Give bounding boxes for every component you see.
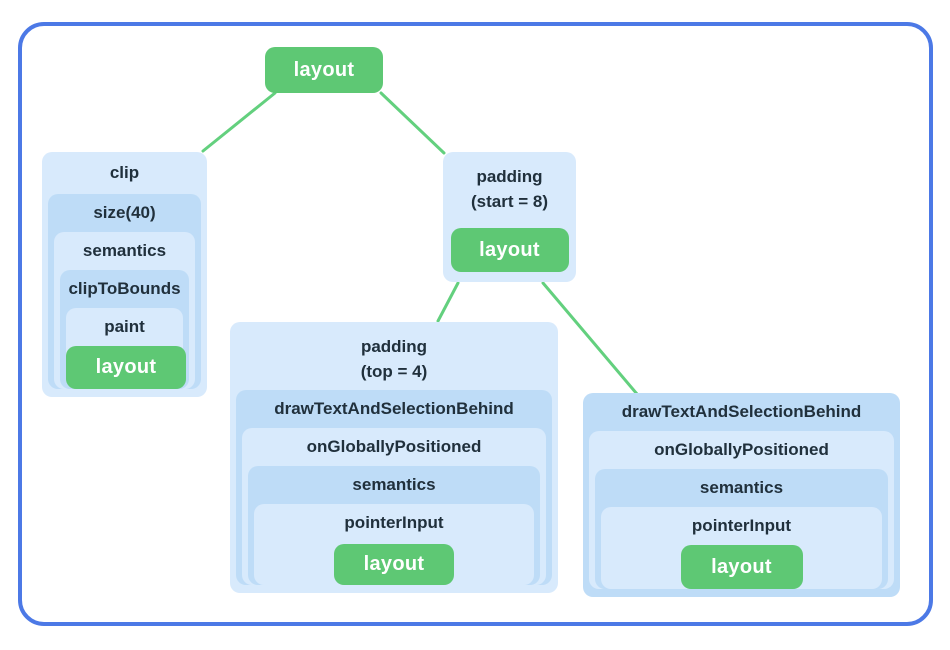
node-layout-leaf-clip: layout (66, 346, 186, 389)
label-padding-start8: padding (start = 8) (443, 152, 576, 220)
node-drawtext-mid: drawTextAndSelectionBehind onGloballyPos… (236, 390, 552, 585)
node-layout-leaf-padding-top4: layout (334, 544, 454, 585)
label-padding-start8-line1: padding (476, 167, 543, 186)
node-paint: paint layout (66, 308, 186, 389)
label-cliptobounds: clipToBounds (68, 279, 181, 298)
label-pointerinput-mid: pointerInput (344, 513, 444, 532)
diagram-border-frame (18, 22, 933, 626)
label-padding-top4-line2: (top = 4) (360, 362, 428, 381)
node-clip: clip size(40) semantics clipToBounds pai… (42, 152, 207, 397)
node-layout-leaf-drawtext: layout (680, 545, 803, 589)
node-padding-top4: padding (top = 4) drawTextAndSelectionBe… (230, 322, 558, 593)
label-padding-top4: padding (top = 4) (230, 322, 558, 390)
label-padding-top4-line1: padding (360, 337, 428, 356)
label-onglobally-right: onGloballyPositioned (654, 440, 829, 459)
node-semantics-right: semantics pointerInput layout (595, 469, 888, 589)
label-semantics-clip: semantics (82, 241, 167, 260)
label-size40: size(40) (93, 203, 156, 222)
node-semantics-clip: semantics clipToBounds paint layout (54, 232, 195, 389)
node-pointerinput-right: pointerInput layout (601, 507, 882, 589)
node-padding-start8: padding (start = 8) layout (443, 152, 576, 282)
label-semantics-mid: semantics (352, 475, 436, 494)
label-padding-start8-line2: (start = 8) (471, 192, 548, 211)
node-drawtext-right: drawTextAndSelectionBehind onGloballyPos… (583, 393, 900, 597)
node-layout-leaf-padding-start8: layout (450, 228, 569, 272)
node-semantics-mid: semantics pointerInput layout (248, 466, 540, 585)
node-layout-root-label: layout (293, 58, 355, 81)
label-pointerinput-right: pointerInput (691, 516, 792, 535)
label-onglobally-mid: onGloballyPositioned (306, 437, 482, 456)
node-pointerinput-mid: pointerInput layout (254, 504, 534, 585)
label-drawtext-mid: drawTextAndSelectionBehind (274, 399, 514, 418)
node-layout-root: layout (265, 47, 383, 93)
node-onglobally-mid: onGloballyPositioned semantics pointerIn… (242, 428, 546, 585)
label-clip: clip (109, 163, 140, 182)
label-drawtext-right: drawTextAndSelectionBehind (621, 402, 862, 421)
node-onglobally-right: onGloballyPositioned semantics pointerIn… (589, 431, 894, 589)
label-paint: paint (104, 317, 145, 336)
label-semantics-right: semantics (699, 478, 784, 497)
node-size40: size(40) semantics clipToBounds paint la… (48, 194, 201, 389)
node-cliptobounds: clipToBounds paint layout (60, 270, 189, 389)
